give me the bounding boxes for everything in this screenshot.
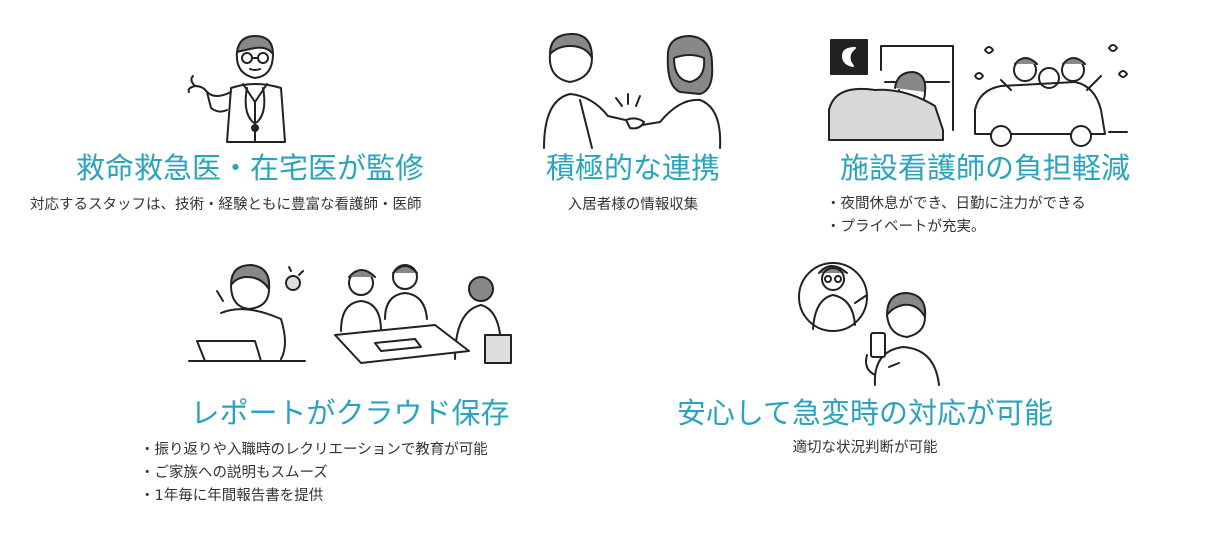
report-illustration xyxy=(185,255,515,370)
feature-3-title: 施設看護師の負担軽減 xyxy=(839,151,1130,185)
feature-1-title: 救命救急医・在宅医が監修 xyxy=(75,151,424,185)
feature-5-description: 適切な状況判断が可能 xyxy=(792,440,938,456)
feature-4-bullet: ・1年毎に年間報告書を提供 xyxy=(140,488,324,504)
feature-4-title: レポートがクラウド保存 xyxy=(190,396,510,430)
feature-5-title: 安心して急変時の対応が可能 xyxy=(676,396,1054,430)
feature-4-bullet: ・ご家族への説明もスムーズ xyxy=(140,465,328,481)
feature-3-bullets: ・夜間休息ができ、日勤に注力ができる ・プライベートが充実。 xyxy=(826,193,1086,239)
feature-3-bullet: ・プライベートが充実。 xyxy=(826,219,986,235)
doctor-illustration xyxy=(185,30,305,145)
consultation-illustration xyxy=(795,255,945,390)
feature-2-description: 入居者様の情報収集 xyxy=(567,197,699,213)
handshake-illustration xyxy=(540,30,730,150)
rest-illustration xyxy=(825,30,1130,150)
feature-4-bullet: ・振り返りや入職時のレクリエーションで教育が可能 xyxy=(140,442,488,458)
feature-1-description: 対応するスタッフは、技術・経験ともに豊富な看護師・医師 xyxy=(30,197,422,213)
feature-4-bullets: ・振り返りや入職時のレクリエーションで教育が可能 ・ご家族への説明もスムーズ ・… xyxy=(140,439,488,508)
feature-2-title: 積極的な連携 xyxy=(545,151,720,185)
feature-3-bullet: ・夜間休息ができ、日勤に注力ができる xyxy=(826,196,1086,212)
